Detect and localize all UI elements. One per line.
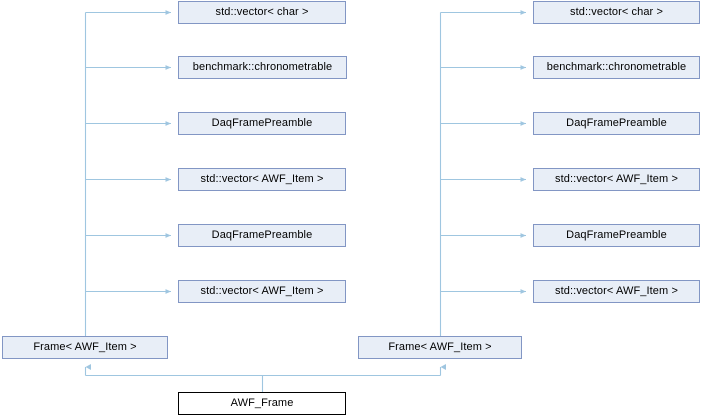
node-awf-frame[interactable]: AWF_Frame xyxy=(178,392,346,415)
node-benchmark-chronometrable-left[interactable]: benchmark::chronometrable xyxy=(178,56,347,79)
node-label: std::vector< char > xyxy=(215,6,309,18)
node-label: DaqFramePreamble xyxy=(211,229,313,241)
node-label: DaqFramePreamble xyxy=(566,229,667,241)
node-label: benchmark::chronometrable xyxy=(192,61,333,73)
node-label: std::vector< AWF_Item > xyxy=(555,173,678,185)
node-std-vector-awf-item-right-2[interactable]: std::vector< AWF_Item > xyxy=(533,280,700,303)
node-std-vector-awf-item-right-1[interactable]: std::vector< AWF_Item > xyxy=(533,168,700,191)
node-frame-awf-item-left[interactable]: Frame< AWF_Item > xyxy=(2,336,168,359)
node-std-vector-awf-item-left-1[interactable]: std::vector< AWF_Item > xyxy=(178,168,346,191)
node-label: Frame< AWF_Item > xyxy=(388,341,492,353)
node-daqframepreamble-right-1[interactable]: DaqFramePreamble xyxy=(533,112,700,135)
node-label: DaqFramePreamble xyxy=(566,117,667,129)
node-std-vector-awf-item-left-2[interactable]: std::vector< AWF_Item > xyxy=(178,280,346,303)
node-std-vector-char-right[interactable]: std::vector< char > xyxy=(533,1,700,24)
node-label: AWF_Frame xyxy=(230,397,294,409)
node-daqframepreamble-left-1[interactable]: DaqFramePreamble xyxy=(178,112,346,135)
node-daqframepreamble-left-2[interactable]: DaqFramePreamble xyxy=(178,224,346,247)
node-daqframepreamble-right-2[interactable]: DaqFramePreamble xyxy=(533,224,700,247)
node-label: std::vector< AWF_Item > xyxy=(555,285,678,297)
node-label: Frame< AWF_Item > xyxy=(33,341,137,353)
node-label: std::vector< AWF_Item > xyxy=(200,173,324,185)
node-frame-awf-item-right[interactable]: Frame< AWF_Item > xyxy=(358,336,522,359)
node-label: std::vector< AWF_Item > xyxy=(200,285,324,297)
node-label: benchmark::chronometrable xyxy=(546,61,687,73)
node-label: DaqFramePreamble xyxy=(211,117,313,129)
node-benchmark-chronometrable-right[interactable]: benchmark::chronometrable xyxy=(533,56,700,79)
node-label: std::vector< char > xyxy=(570,6,663,18)
node-std-vector-char-left[interactable]: std::vector< char > xyxy=(178,1,346,24)
